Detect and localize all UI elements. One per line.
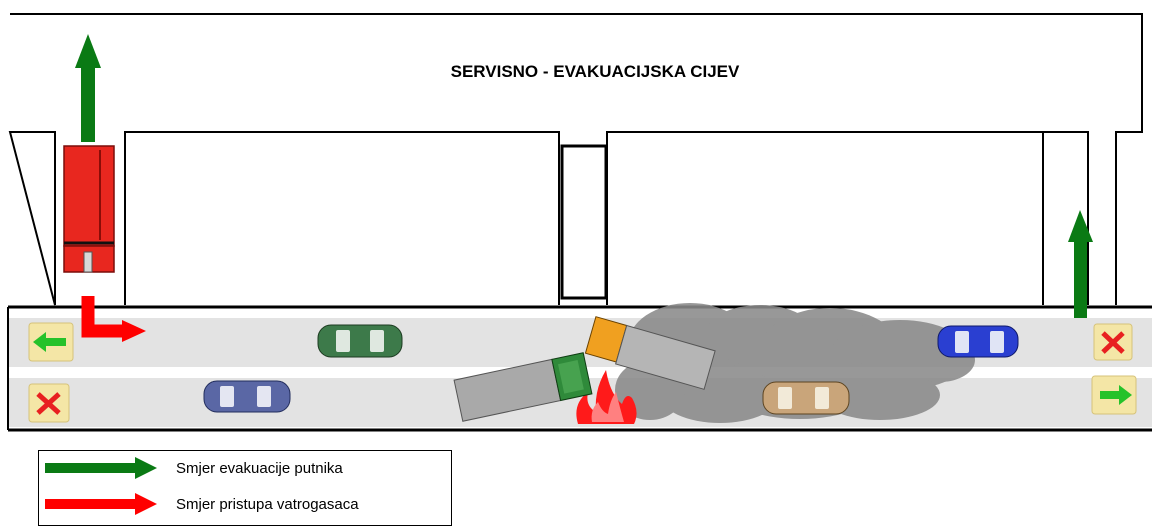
car-beige [762,381,850,415]
firefighter-access-arrow [81,296,146,342]
car-green [317,324,403,358]
evacuation-arrow-right [1068,210,1093,318]
smoke-cloud [615,303,975,423]
service-tube-title: SERVISNO - EVAKUACIJSKA CIJEV [450,62,740,81]
green-arrow-icon [45,457,157,479]
arrow-right-sign [1091,375,1137,415]
cross-sign [28,383,70,423]
fire-icon [576,370,637,424]
evacuation-arrow-left [75,34,101,142]
car-slate-blue [203,380,291,413]
fire-truck [63,145,115,273]
legend: Smjer evakuacije putnika Smjer pristupa … [38,450,452,526]
crashed-truck-grey [453,352,593,422]
legend-item-evacuation: Smjer evakuacije putnika [39,453,451,483]
arrow-left-sign [28,322,74,362]
service-tube-outline [8,13,1143,306]
cross-sign [1093,323,1133,361]
legend-label-firefighter: Smjer pristupa vatrogasaca [176,496,359,513]
car-blue-upper [937,325,1019,358]
cross-passage [560,144,608,300]
crashed-truck-orange [584,316,716,390]
legend-item-firefighter: Smjer pristupa vatrogasaca [39,489,451,519]
legend-label-evacuation: Smjer evakuacije putnika [176,460,343,477]
red-arrow-icon [45,493,157,515]
